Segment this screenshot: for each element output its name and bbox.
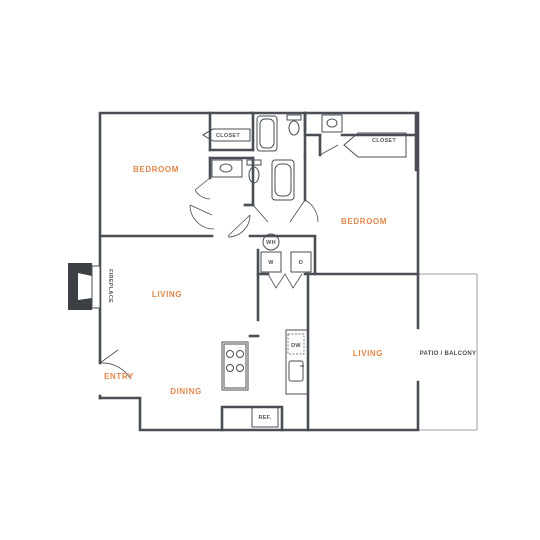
interior-walls (98, 111, 420, 432)
vanity-sink-icon (211, 159, 243, 178)
fireplace (68, 263, 101, 310)
room-label-living-right: LIVING (353, 349, 383, 358)
washer-label: W (268, 260, 274, 266)
water-heater (262, 233, 280, 251)
dryer-label: D (299, 260, 303, 266)
closet-right (343, 132, 407, 158)
toilet-lower-icon (246, 159, 262, 184)
washer (260, 251, 282, 273)
patio-outline (418, 273, 478, 431)
room-label-bedroom-left: BEDROOM (133, 165, 179, 174)
dryer (290, 251, 312, 273)
stove-icon (221, 341, 249, 391)
closet-left-label: CLOSET (216, 133, 240, 139)
kitchen-island (285, 329, 309, 395)
sink-hall-icon (321, 114, 343, 133)
room-label-dining: DINING (170, 387, 202, 396)
bathtub-top (256, 115, 278, 152)
refrigerator-label: REF. (258, 415, 271, 421)
bathtub-lower (271, 159, 295, 201)
dishwasher-label: DW (291, 343, 301, 349)
room-label-bedroom-right: BEDROOM (341, 217, 387, 226)
closet-left (202, 128, 251, 142)
fireplace-label: FIREPLACE (107, 269, 113, 303)
room-label-patio: PATIO / BALCONY (420, 351, 477, 357)
door-swings (99, 144, 339, 379)
water-heater-label: WH (266, 240, 276, 246)
closet-right-label: CLOSET (372, 138, 396, 144)
toilet-top-icon (286, 114, 302, 136)
refrigerator (251, 406, 279, 428)
room-label-entry: ENTRY (104, 372, 134, 381)
room-label-living-left: LIVING (152, 290, 182, 299)
